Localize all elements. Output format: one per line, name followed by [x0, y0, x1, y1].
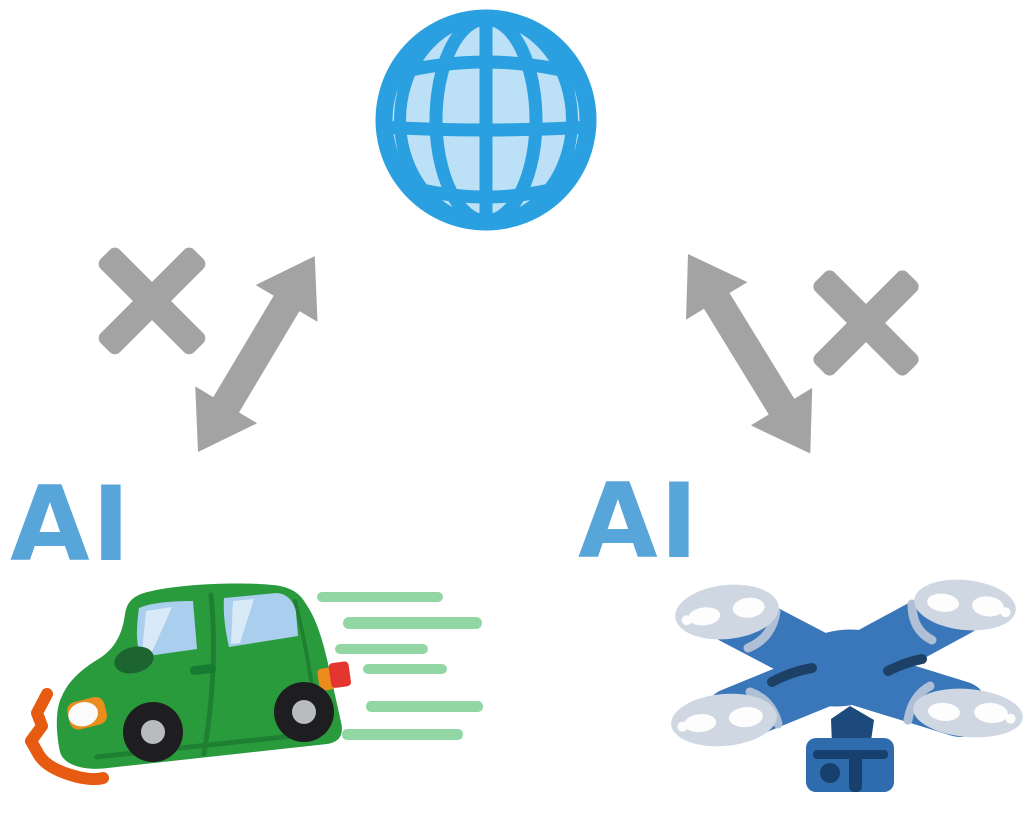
rotor-top-right — [914, 579, 1016, 631]
side-mirror — [114, 646, 154, 674]
left-double-arrow-icon — [195, 256, 318, 452]
rotor-bottom-left — [671, 693, 777, 747]
rotor-bottom-right — [913, 688, 1023, 738]
rear-wheel — [274, 682, 334, 742]
ai-drone-illustration — [671, 579, 1023, 792]
hull-markings — [767, 654, 927, 687]
internet-globe-icon — [375, 9, 597, 231]
ai-car-illustration — [56, 583, 351, 769]
front-wheel — [123, 702, 183, 762]
ai-label-right: AI — [578, 462, 701, 582]
right-double-arrow-icon — [686, 254, 813, 454]
drone-hull — [785, 629, 901, 707]
right-x-mark-icon — [813, 270, 919, 376]
rotor-top-left — [675, 584, 779, 640]
drone-camera — [806, 738, 894, 792]
ai-label-left: AI — [10, 465, 133, 585]
left-x-mark-icon — [98, 247, 206, 355]
door-handle — [190, 664, 217, 675]
speed-lines — [317, 592, 483, 740]
car-windows — [136, 593, 298, 657]
camera-mount — [831, 706, 874, 748]
skid-squiggle — [25, 688, 109, 786]
headlight — [67, 696, 107, 730]
tail-light — [317, 661, 351, 691]
